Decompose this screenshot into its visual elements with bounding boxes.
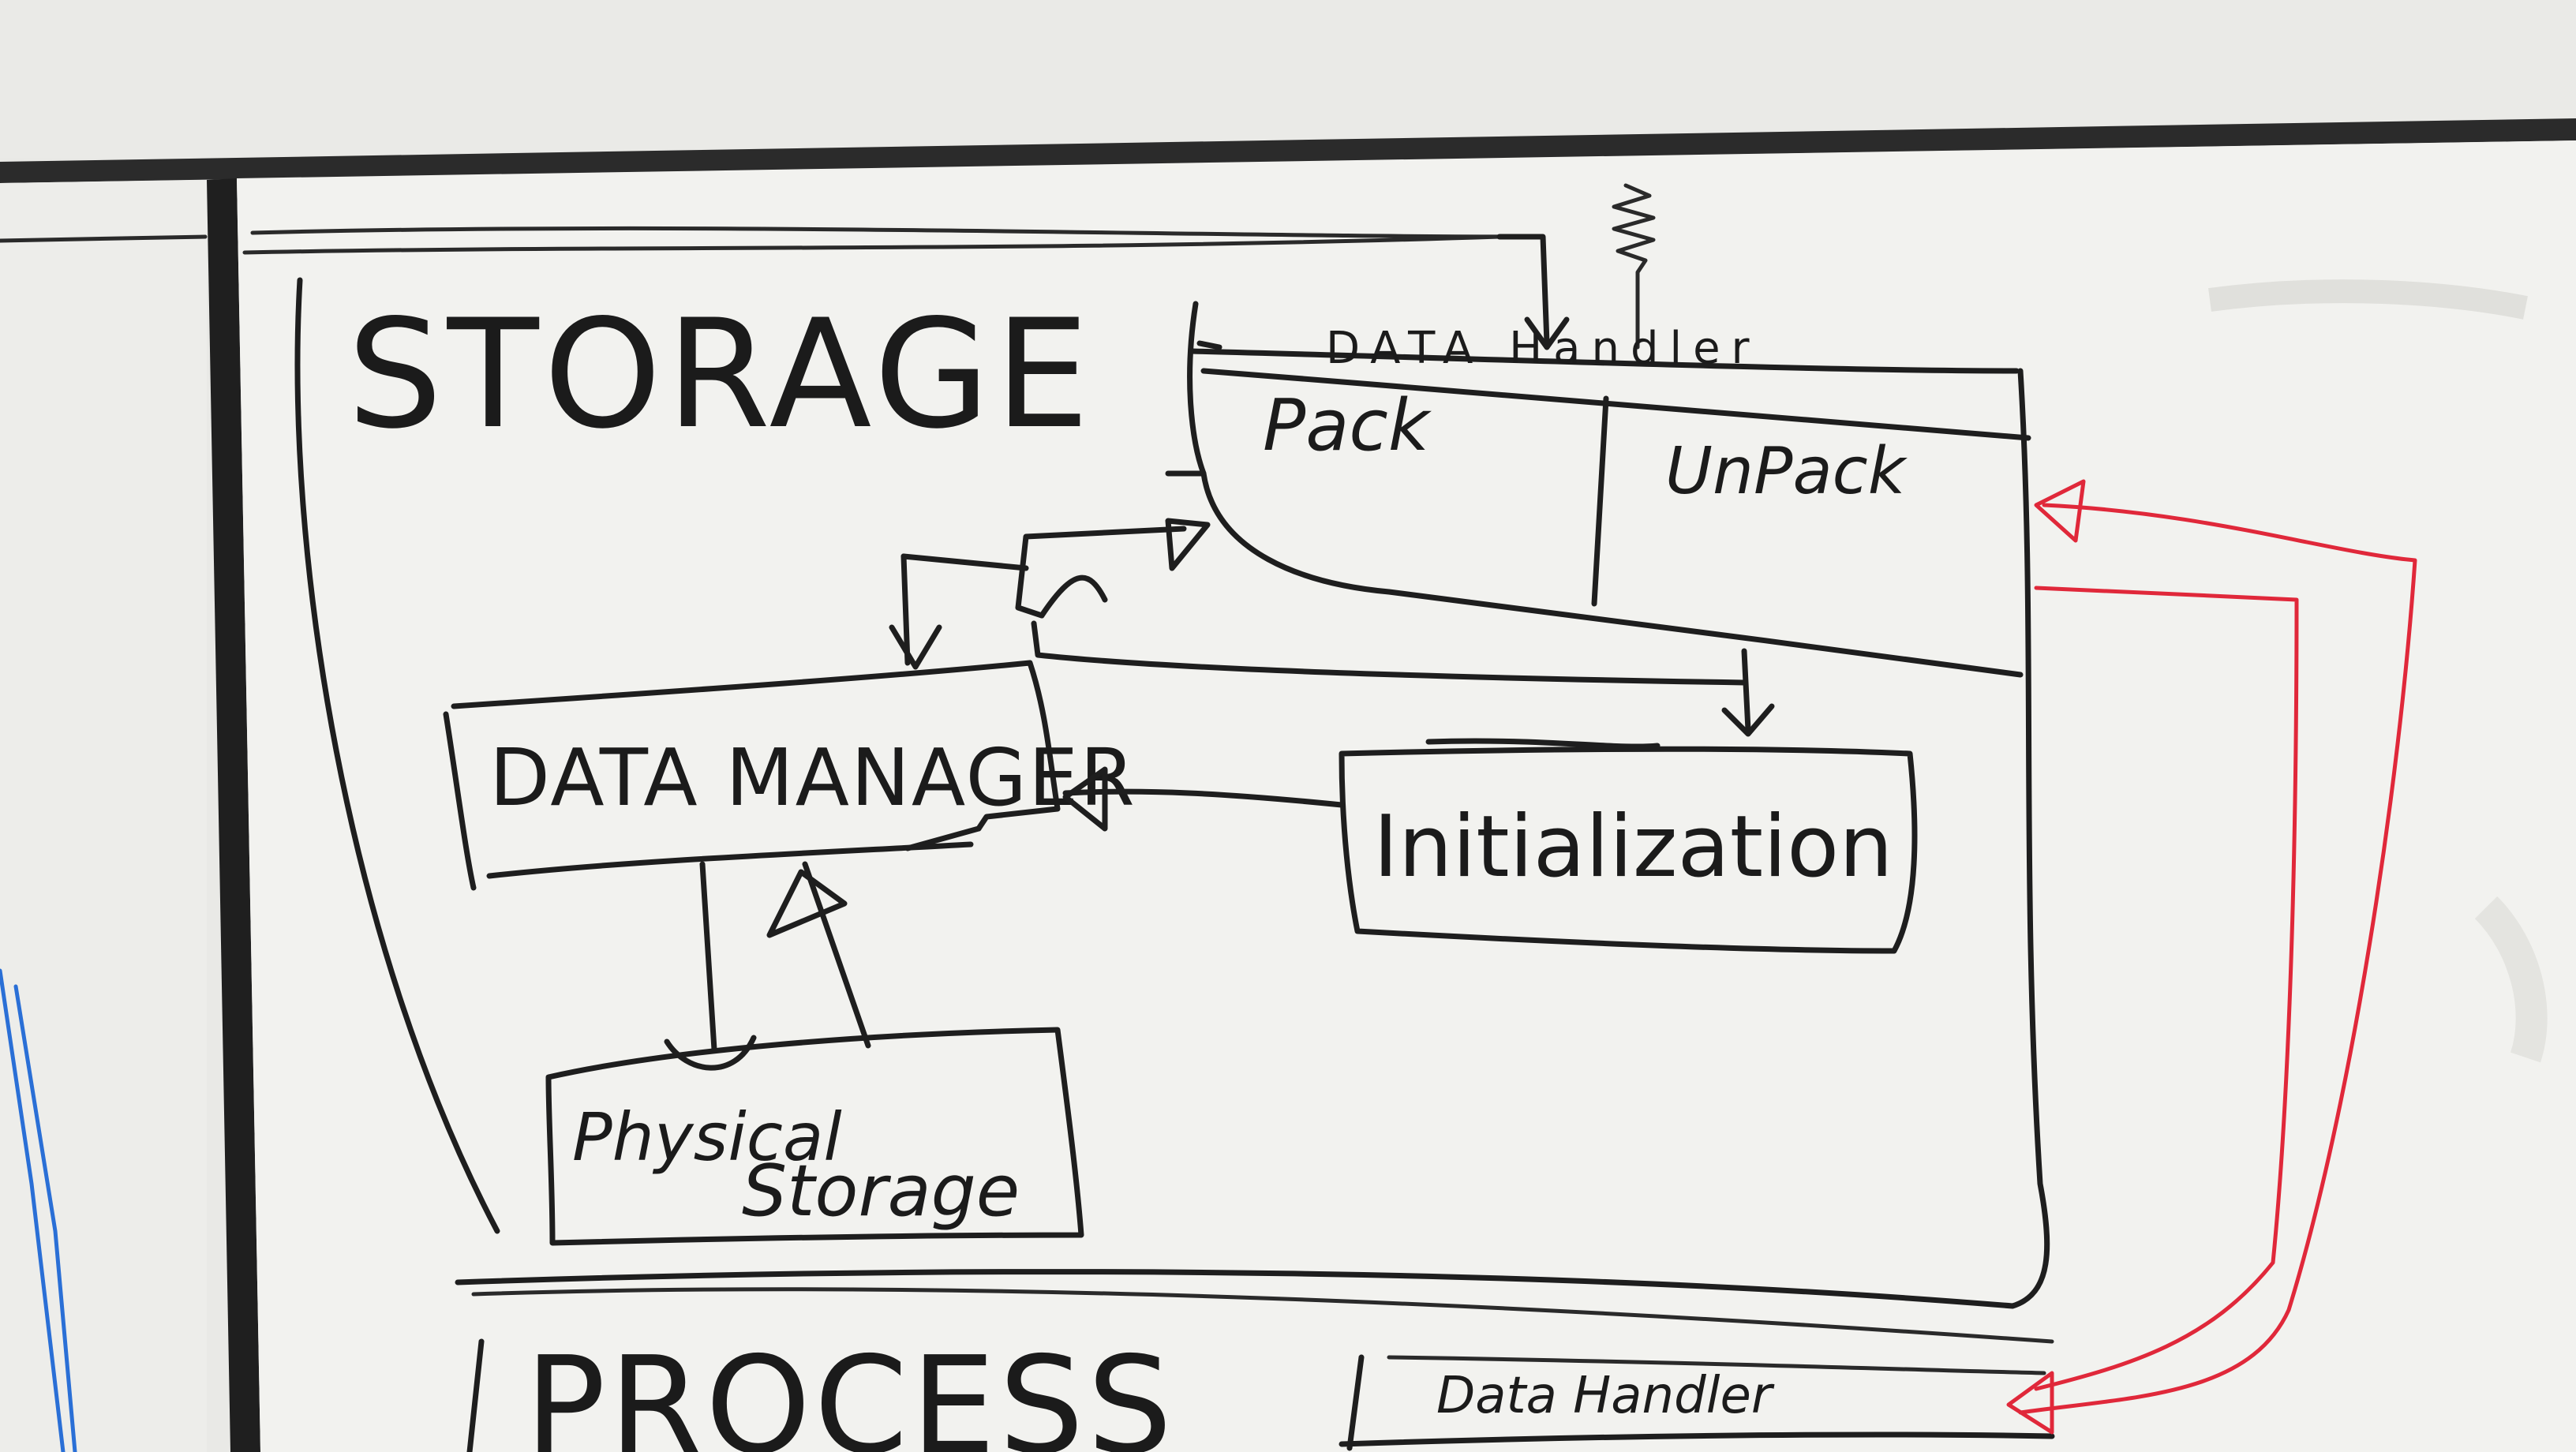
data-handler-label: DATA Handler (1326, 323, 1761, 374)
connector-to-manager (900, 553, 1029, 571)
initialization-label: Initialization (1373, 798, 1893, 896)
bottom-data-handler-line (1339, 1431, 2055, 1447)
bottom-data-handler-top (1387, 1355, 2046, 1375)
top-line (250, 226, 1541, 239)
connector-to-manager (900, 553, 911, 666)
arrowhead-hollow (766, 869, 848, 938)
red-arrowhead (2006, 1371, 2054, 1435)
data-handler-header-line (1200, 368, 2031, 441)
arrow-storage-to-manager (802, 861, 871, 1049)
process-separator (471, 1287, 2054, 1344)
process-title: PROCESS (525, 1328, 1175, 1452)
eraser-smudge (2208, 279, 2528, 320)
data-manager-left (443, 711, 477, 891)
red-connector-inner (2034, 586, 2299, 1391)
main-board-surface (237, 140, 2576, 1452)
data-manager-tick (904, 825, 982, 851)
data-handler-box-curve (1187, 301, 2024, 678)
initialization-top-mark (1425, 738, 1661, 750)
arrow-manager-to-storage (699, 861, 717, 1053)
arrowhead (664, 1035, 757, 1071)
data-manager-label: DATA MANAGER (489, 732, 1136, 824)
physical-storage-box (545, 1027, 1084, 1246)
red-arrowhead (2034, 479, 2086, 543)
connector-handler-manager (1015, 526, 1187, 619)
bottom-data-handler-label: Data Handler (1436, 1367, 1775, 1425)
storage-title: STORAGE (347, 287, 1094, 462)
physical-storage-label-line1: Physical (572, 1098, 842, 1176)
storage-container-left (294, 277, 500, 1234)
physical-storage-label-line2: Storage (742, 1150, 1020, 1233)
bottom-data-handler-left (1346, 1354, 1365, 1451)
data-manager-top-right (451, 660, 1061, 832)
red-connector-outer (2018, 503, 2417, 1415)
data-handler-tick (1196, 340, 1222, 350)
board-divider (207, 178, 260, 1452)
arrowhead-hollow (1062, 766, 1108, 832)
board-frame-top (0, 118, 2576, 183)
initialization-box (1339, 746, 1918, 954)
pack-unpack-divider (1591, 395, 1609, 607)
storage-container-bottom-right (455, 368, 2050, 1309)
left-board-panel (0, 180, 207, 1452)
arrowhead (889, 624, 942, 670)
process-left-line (466, 1338, 485, 1452)
connector-to-initialization (1741, 648, 1751, 733)
pack-label: Pack (1263, 384, 1432, 467)
data-handler-top-border (1189, 348, 2020, 374)
connector-to-initialization (1031, 620, 1747, 686)
arrowhead-hollow (1165, 518, 1211, 571)
top-line-left (0, 234, 208, 243)
arrow-init-to-manager (1062, 788, 1345, 808)
top-line (242, 234, 1502, 255)
arrow-to-data-handler (1496, 234, 1550, 346)
eraser-smudge (2474, 896, 2548, 1063)
arrowhead (1721, 703, 1775, 737)
squiggle-connector (1612, 183, 1656, 350)
arrowhead (1524, 316, 1570, 350)
blue-marker-line (0, 968, 66, 1452)
blue-marker-line (13, 984, 77, 1452)
unpack-label: UnPack (1665, 434, 1908, 509)
